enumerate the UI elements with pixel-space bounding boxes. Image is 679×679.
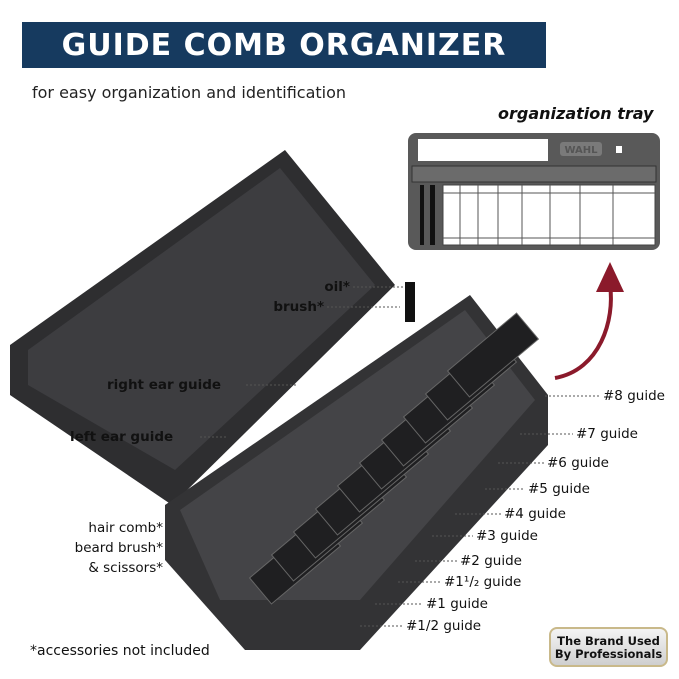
label-guide-5: #5 guide <box>528 481 590 497</box>
tray-label: organization tray <box>498 104 654 123</box>
label-guide-2: #2 guide <box>460 553 522 569</box>
label-guide-6: #6 guide <box>547 455 609 471</box>
label-right-ear-guide: right ear guide <box>107 377 222 393</box>
label-guide-8: #8 guide <box>603 388 665 404</box>
label-guide-half: #1/2 guide <box>406 618 482 634</box>
organization-tray-diagram: WAHL <box>408 133 660 250</box>
label-hair-comb: hair comb* <box>88 520 163 536</box>
guide-combs <box>248 312 540 605</box>
label-oil: oil* <box>324 279 350 295</box>
label-beard-brush: beard brush* <box>74 540 163 556</box>
page-title: GUIDE COMB ORGANIZER <box>22 22 546 68</box>
label-guide-1-5: #1¹/₂ guide <box>444 574 522 590</box>
brand-badge: The Brand Used By Professionals <box>549 627 668 667</box>
badge-line2: By Professionals <box>554 647 663 661</box>
label-guide-4: #4 guide <box>504 506 566 522</box>
tray-brand: WAHL <box>564 145 598 156</box>
label-guide-3: #3 guide <box>476 528 538 544</box>
arrow-icon <box>554 284 613 380</box>
badge-line1: The Brand Used <box>557 634 660 648</box>
footnote: *accessories not included <box>30 643 210 659</box>
label-guide-1: #1 guide <box>426 596 488 612</box>
label-brush: brush* <box>273 299 324 315</box>
label-scissors: & scissors* <box>88 560 163 576</box>
label-guide-7: #7 guide <box>576 426 638 442</box>
label-left-ear-guide: left ear guide <box>70 429 174 445</box>
subtitle: for easy organization and identification <box>32 83 347 102</box>
